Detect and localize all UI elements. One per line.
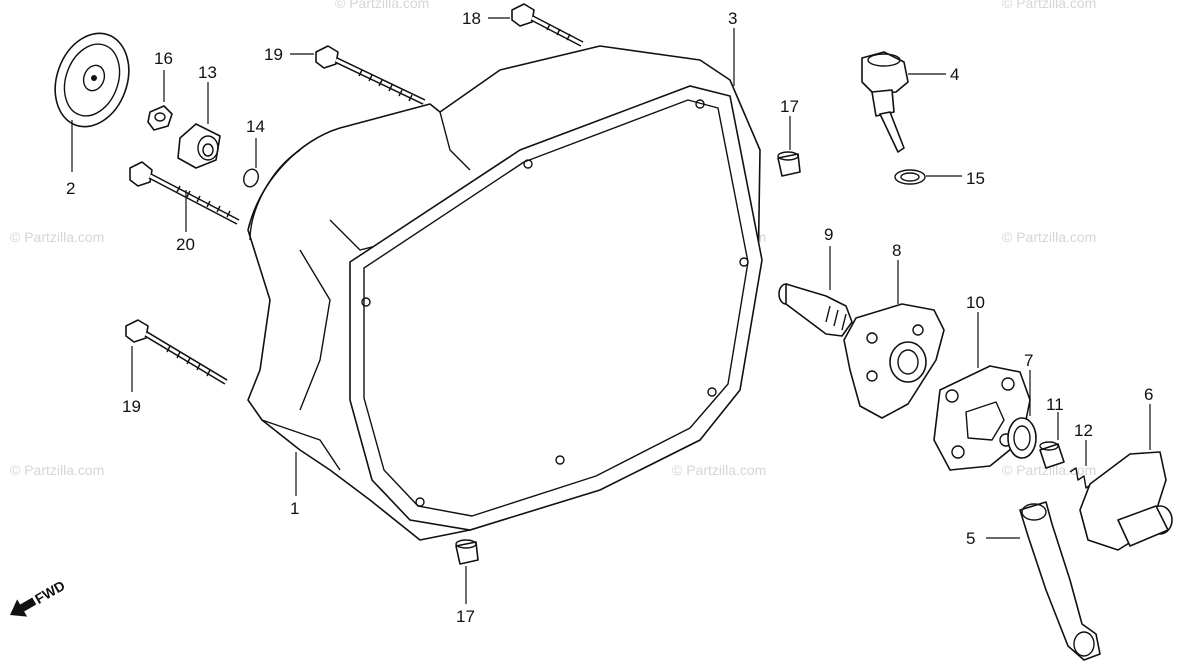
fwd-label: FWD	[32, 577, 68, 607]
callout-4: 4	[950, 65, 959, 84]
callout-7: 7	[1024, 351, 1033, 370]
part-13-bushing[interactable]	[177, 123, 221, 169]
callout-17-lower: 17	[456, 607, 475, 626]
part-5-lever[interactable]	[1019, 501, 1101, 661]
callout-6: 6	[1144, 385, 1153, 404]
part-19-bolt-upper[interactable]	[315, 45, 426, 105]
callout-20: 20	[176, 235, 195, 254]
callout-numbers: 2 16 13 14 20 19 18 3 19 1 17 17 4 15 9 …	[66, 9, 1153, 626]
callout-12: 12	[1074, 421, 1093, 440]
part-9-pivot-bolt[interactable]	[778, 283, 853, 337]
callout-17-upper: 17	[780, 97, 799, 116]
watermark: © Partzilla.com	[1002, 462, 1096, 478]
watermark: © Partzilla.com	[1002, 229, 1096, 245]
fwd-arrow: FWD	[10, 577, 68, 617]
part-17-dowel-lower[interactable]	[455, 539, 479, 565]
callout-19-upper: 19	[264, 45, 283, 64]
part-11-collar[interactable]	[1039, 441, 1065, 469]
part-10-plate[interactable]	[933, 365, 1031, 471]
callout-8: 8	[892, 241, 901, 260]
part-6-arm[interactable]	[1079, 451, 1173, 551]
callout-5: 5	[966, 529, 975, 548]
callout-16: 16	[154, 49, 173, 68]
part-4-switch[interactable]	[861, 51, 909, 153]
watermark: © Partzilla.com	[10, 229, 104, 245]
callout-19-lower: 19	[122, 397, 141, 416]
callout-11: 11	[1046, 395, 1064, 414]
watermark: © Partzilla.com	[10, 462, 104, 478]
callout-3: 3	[728, 9, 737, 28]
callout-9: 9	[824, 225, 833, 244]
watermark: © Partzilla.com	[672, 462, 766, 478]
callout-10: 10	[966, 293, 985, 312]
part-20-bolt[interactable]	[129, 161, 240, 225]
watermark: © Partzilla.com	[335, 0, 429, 11]
watermark: © Partzilla.com	[1002, 0, 1096, 11]
callout-1: 1	[290, 499, 299, 518]
part-2-cap[interactable]	[43, 23, 142, 137]
part-17-dowel-upper[interactable]	[777, 151, 801, 177]
callout-14: 14	[246, 117, 265, 136]
part-3-gasket[interactable]	[349, 85, 763, 531]
part-15-washer[interactable]	[894, 169, 926, 185]
callout-15: 15	[966, 169, 985, 188]
part-14-o-ring[interactable]	[241, 167, 260, 189]
leader-lines	[71, 17, 1151, 604]
callout-18: 18	[462, 9, 481, 28]
part-16-nut[interactable]	[147, 105, 173, 131]
part-7-seal[interactable]	[1007, 417, 1037, 459]
part-18-bolt[interactable]	[511, 3, 584, 47]
callout-13: 13	[198, 63, 217, 82]
callout-2: 2	[66, 179, 75, 198]
part-19-bolt-lower[interactable]	[125, 319, 228, 385]
part-8-plate[interactable]	[843, 303, 945, 419]
